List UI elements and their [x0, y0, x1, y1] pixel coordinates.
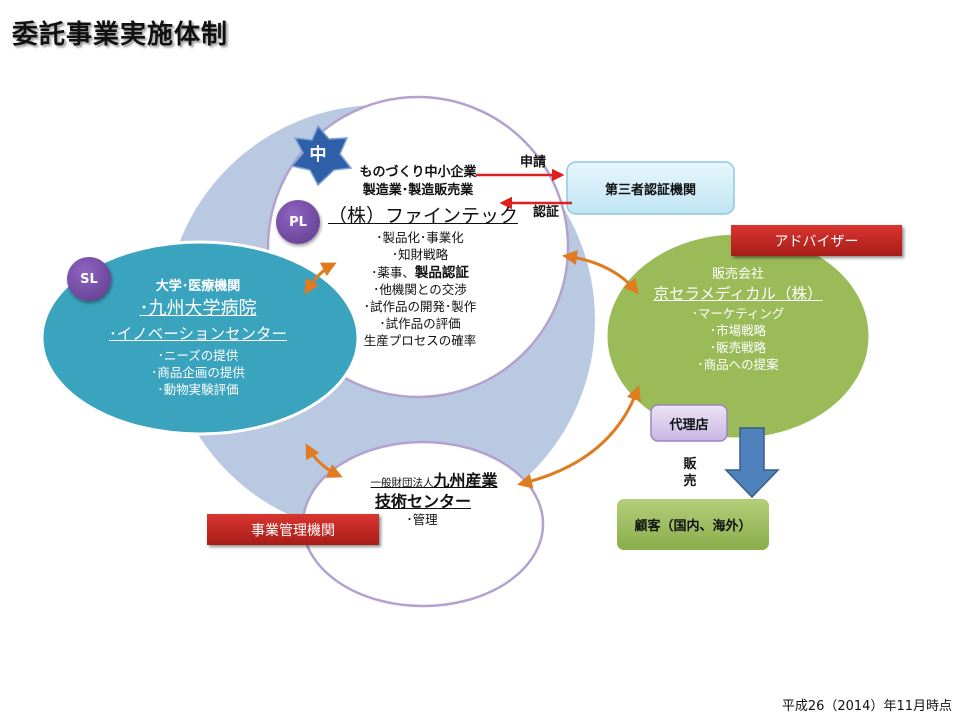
agent-box — [650, 404, 728, 442]
center-items: ･製品化･事業化 ･知財戦略 ･薬事、製品認証 ･他機関との交渉 ･試作品の開発… — [330, 230, 510, 349]
university-label: 大学･医療機関 — [155, 279, 241, 294]
adviser-label: アドバイザー — [731, 225, 902, 256]
sales-label: 販売会社 — [711, 267, 764, 282]
sell-arrow — [724, 427, 780, 499]
certify-label: 認証 — [532, 205, 559, 220]
center-item: ･知財戦略 — [391, 246, 449, 262]
university-name2: ･イノベーションセンター — [109, 325, 287, 343]
university-name1: ･九州大学病院 — [139, 298, 257, 319]
center-item: ･製品化･事業化 — [376, 230, 464, 245]
sales-item: ･マーケティング — [691, 306, 785, 321]
star-badge-label: 中 — [309, 145, 327, 165]
management-name-line1: 一般財団法人九州産業 — [344, 471, 524, 491]
footer-date: 平成26（2014）年11月時点 — [781, 699, 952, 714]
sales-items: ･マーケティング ･市場戦略 ･販売戦略 ･商品への提案 — [668, 306, 808, 374]
sell-label-2: 売 — [683, 474, 697, 489]
star-badge-icon — [290, 124, 353, 187]
university-item: ･商品企画の提供 — [151, 364, 245, 380]
link-arrow-center-sales — [562, 250, 639, 295]
sales-item: ･市場戦略 — [709, 322, 767, 338]
center-item: 生産プロセスの確率 — [363, 332, 477, 348]
center-company: （株）ファインテック — [327, 205, 518, 227]
agent-label: 代理店 — [669, 417, 709, 433]
center-item: ･試作品の開発･製作 — [363, 298, 477, 314]
apply-label: 申請 — [519, 155, 546, 170]
center-item: ･薬事、製品認証 — [371, 264, 469, 281]
university-item: ･ニーズの提供 — [157, 348, 239, 363]
sales-item: ･商品への提案 — [697, 356, 779, 372]
management-name2: 技術センター — [374, 492, 471, 511]
certification-box — [566, 161, 735, 215]
link-arrow-university-management — [305, 443, 343, 478]
center-line1: ものづくり中小企業 — [359, 165, 477, 180]
customer-label: 顧客（国内、海外） — [634, 519, 752, 534]
certification-label: 第三者認証機関 — [604, 182, 696, 198]
customer-box — [615, 497, 771, 552]
management-item: ･管理 — [406, 512, 438, 527]
sales-item: ･販売戦略 — [709, 339, 767, 355]
sl-badge: SL — [67, 257, 111, 301]
sales-company: 京セラメディカル（株） — [653, 285, 823, 303]
center-item: ･試作品の評価 — [379, 315, 461, 331]
management-name1: 九州産業 — [433, 471, 498, 490]
sell-label-1: 販 — [683, 457, 697, 472]
pl-badge: PL — [276, 200, 320, 244]
link-arrow-management-sales — [517, 385, 642, 489]
university-items: ･ニーズの提供 ･商品企画の提供 ･動物実験評価 — [118, 348, 278, 399]
university-circle — [40, 240, 360, 436]
center-line2: 製造業･製造販売業 — [362, 183, 474, 198]
center-item: ･他機関との交渉 — [373, 281, 467, 297]
page-title: 委託事業実施体制 — [12, 20, 229, 50]
management-prefix: 一般財団法人 — [370, 477, 434, 489]
management-role-label: 事業管理機関 — [207, 514, 379, 545]
university-item: ･動物実験評価 — [157, 381, 239, 397]
link-arrow-university-center — [304, 262, 337, 295]
